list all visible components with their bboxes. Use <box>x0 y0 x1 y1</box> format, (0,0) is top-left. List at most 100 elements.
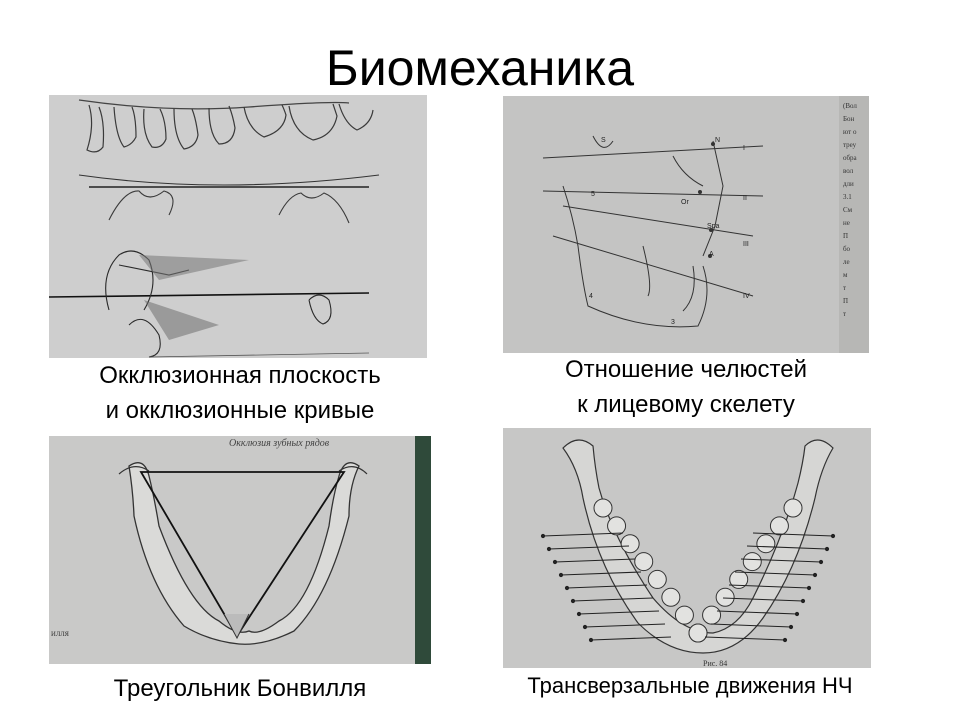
caption-line: Трансверзальные движения НЧ <box>527 673 853 698</box>
bonwill-triangle-photo: Окклюзия зубных рядов илля <box>49 436 431 664</box>
movement-arrow <box>752 532 834 537</box>
tooth <box>783 498 803 518</box>
side-text-line: 3.1 <box>843 193 852 201</box>
side-text-line: П <box>843 232 848 240</box>
label-ii: II <box>743 195 747 202</box>
side-text-line: П <box>843 297 848 305</box>
tooth <box>593 498 613 518</box>
arrow-head <box>818 559 824 565</box>
label-5: 5 <box>591 191 595 198</box>
arrow-head <box>558 572 564 578</box>
occlusal-plane-caption: Окклюзионная плоскость и окклюзионные кр… <box>40 358 440 428</box>
tooth <box>769 516 789 536</box>
movement-arrow <box>746 545 828 550</box>
arrow-head <box>540 533 546 539</box>
label-spa: Spa <box>707 223 720 230</box>
movement-arrow <box>554 558 636 563</box>
arrow-head <box>552 559 558 565</box>
occlusal-plane-drawing <box>49 95 427 358</box>
side-text-line: треу <box>843 141 857 149</box>
tooth <box>634 552 654 572</box>
movement-arrow <box>716 610 798 615</box>
label-3: 3 <box>671 319 675 326</box>
arrow-head <box>782 637 788 643</box>
tooth <box>756 534 776 554</box>
side-text-line: вол <box>843 167 854 175</box>
arrow-head <box>564 585 570 591</box>
caption-line: и окклюзионные кривые <box>105 397 375 424</box>
transverse-movements-photo: Рис. 84 <box>503 428 871 668</box>
caption-line: к лицевому скелету <box>577 391 795 418</box>
label-or: Or <box>681 199 689 206</box>
movement-arrow <box>560 571 642 576</box>
arrow-head <box>588 637 594 643</box>
corner-text: илля <box>51 628 69 638</box>
movement-arrow <box>722 597 804 602</box>
movement-arrow <box>584 623 666 628</box>
facial-skeleton-caption: Отношение челюстей к лицевому скелету <box>486 352 886 422</box>
arrow-head <box>794 611 800 617</box>
label-a: A <box>709 251 714 258</box>
tooth <box>620 534 640 554</box>
tooth <box>674 605 694 625</box>
movement-arrow <box>728 584 810 589</box>
bonwill-triangle-caption: Треугольник Бонвилля <box>40 671 440 706</box>
arrow-head <box>570 598 576 604</box>
movement-arrows <box>540 532 836 643</box>
side-text-line: ют о <box>843 128 857 136</box>
tooth <box>702 605 722 625</box>
side-text-line: Бон <box>843 115 855 123</box>
tooth <box>729 569 749 589</box>
label-i: I <box>743 145 745 152</box>
side-text-line: не <box>843 219 850 227</box>
figure-label: Рис. 84 <box>703 659 727 668</box>
caption-line: Отношение челюстей <box>564 356 808 383</box>
side-text-line: См <box>843 206 853 214</box>
caption-line: Окклюзионная плоскость <box>99 362 381 389</box>
side-text-line: (Вол <box>843 102 857 110</box>
book-header: Окклюзия зубных рядов <box>229 438 330 449</box>
arrow-head <box>812 572 818 578</box>
movement-arrow <box>740 558 822 563</box>
movement-arrow <box>704 636 786 641</box>
movement-arrow <box>548 545 630 550</box>
teeth-group <box>593 498 803 643</box>
label-iv: IV <box>743 293 750 300</box>
label-n: N <box>715 137 720 144</box>
side-text-line: ле <box>843 258 850 266</box>
movement-arrow <box>572 597 654 602</box>
side-text-line: бо <box>843 245 851 253</box>
facial-skeleton-drawing: S N Or Spa A I II III IV 4 3 5 (ВолБонют… <box>503 96 869 353</box>
tooth <box>661 587 681 607</box>
transverse-movements-drawing: Рис. 84 <box>503 428 871 668</box>
side-text-line: т <box>843 284 846 292</box>
tooth <box>607 516 627 536</box>
movement-arrow <box>578 610 660 615</box>
arrow-head <box>830 533 836 539</box>
arrow-head <box>806 585 812 591</box>
tooth <box>715 587 735 607</box>
arrow-head <box>576 611 582 617</box>
occlusal-plane-photo <box>49 95 427 358</box>
arrow-head <box>546 546 552 552</box>
side-text-line: дли <box>843 180 854 188</box>
arrow-head <box>824 546 830 552</box>
side-text-line: м <box>843 271 848 279</box>
tooth <box>688 623 708 643</box>
label-iii: III <box>743 241 749 248</box>
tooth <box>647 569 667 589</box>
transverse-movements-caption: Трансверзальные движения НЧ <box>470 670 910 702</box>
arrow-head <box>788 624 794 630</box>
caption-line: Треугольник Бонвилля <box>113 675 367 702</box>
movement-arrow <box>590 636 672 641</box>
side-text-line: т <box>843 310 846 318</box>
arrow-head <box>800 598 806 604</box>
label-s: S <box>601 137 606 144</box>
movement-arrow <box>710 623 792 628</box>
arrow-head <box>582 624 588 630</box>
tooth <box>742 552 762 572</box>
side-text-line: обра <box>843 154 858 162</box>
movement-arrow <box>542 532 624 537</box>
